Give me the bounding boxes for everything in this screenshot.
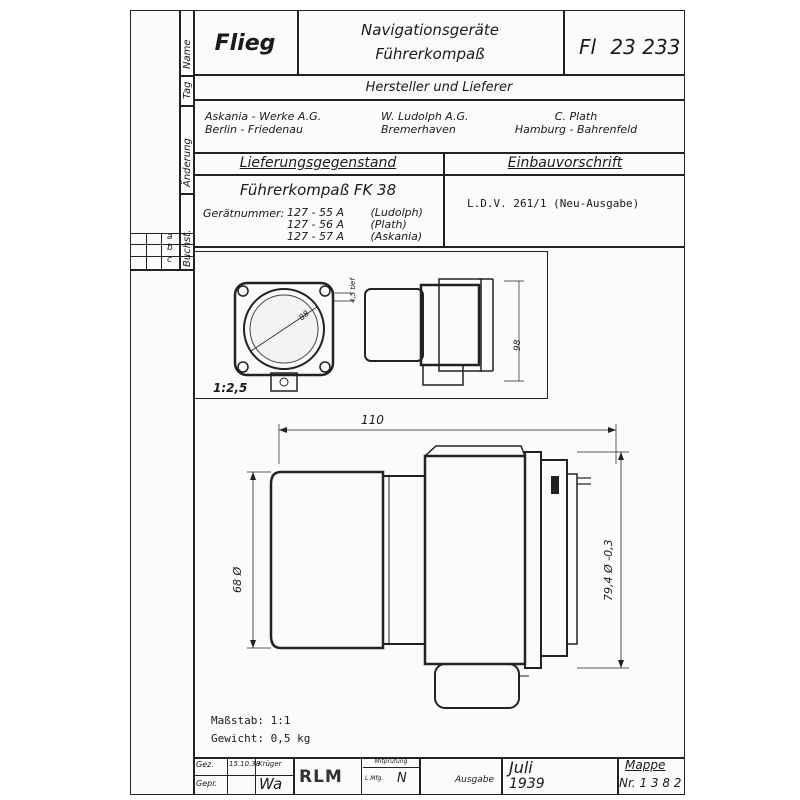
drawn-name: Krüger bbox=[258, 760, 282, 768]
checked-signature: Wa bbox=[259, 775, 283, 793]
co-check-sign-2: N bbox=[397, 771, 407, 786]
scale-note: Maßstab: 1:1 bbox=[211, 714, 290, 727]
drawn-label: Gez. bbox=[196, 760, 214, 769]
device-number-row: 127 - 57 A (Askania) bbox=[287, 231, 423, 243]
device-group: Navigationsgeräte bbox=[361, 21, 499, 39]
installation-heading: Einbauvorschrift bbox=[507, 155, 623, 171]
sidebar-row-b: b bbox=[167, 243, 173, 253]
scale-note-value: 1:1 bbox=[270, 714, 291, 727]
sidebar-row-a: a bbox=[167, 232, 173, 242]
document-number-prefix: Fl bbox=[579, 35, 597, 59]
device-maker: (Ludolph) bbox=[370, 206, 423, 219]
device-number-row: 127 - 55 A (Ludolph) bbox=[287, 207, 423, 219]
scale-note-label: Maßstab: bbox=[211, 714, 264, 727]
manufacturer-name: Askania - Werke A.G. bbox=[205, 110, 322, 123]
device-number: 127 - 56 A bbox=[287, 218, 344, 231]
folder-number: Nr. 1 3 8 2 bbox=[619, 776, 682, 790]
large-compass-side-view bbox=[247, 424, 629, 709]
manufacturer-place: Hamburg - Bahrenfeld bbox=[514, 123, 638, 136]
sidebar-label-name: Name bbox=[182, 39, 193, 69]
co-check-label: Mitprüfung bbox=[374, 758, 408, 765]
small-compass-side-view bbox=[364, 278, 524, 386]
weight-note-label: Gewicht: bbox=[211, 732, 264, 745]
sidebar-row-c: c bbox=[167, 255, 172, 265]
small-dim-height: 98 bbox=[513, 339, 523, 351]
installation-spec: L.D.V. 261/1 (Neu-Ausgabe) bbox=[467, 197, 640, 210]
folder-label: Mappe bbox=[625, 758, 666, 772]
issue-label: Ausgabe bbox=[455, 775, 495, 785]
small-scale-label: 1:2,5 bbox=[213, 381, 248, 395]
drawn-date: 15.10.38 bbox=[229, 760, 261, 768]
authority-stamp: RLM bbox=[299, 767, 343, 787]
document-number-value: 23 233 bbox=[610, 35, 681, 59]
issue-month: Juli bbox=[509, 758, 533, 777]
small-compass-front-view bbox=[233, 281, 353, 392]
device-number: 127 - 55 A bbox=[287, 206, 344, 219]
checked-label: Gepr. bbox=[196, 779, 218, 788]
manufacturer-ludolph: W. Ludolph A.G. Bremerhaven bbox=[381, 110, 469, 136]
small-drawing-frame bbox=[194, 251, 548, 399]
device-maker: (Askania) bbox=[370, 230, 423, 243]
dim-diameter-left: 68 Ø bbox=[231, 566, 244, 593]
manufacturer-place: Bremerhaven bbox=[381, 123, 456, 136]
weight-note: Gewicht: 0,5 kg bbox=[211, 732, 310, 745]
device-number-list: 127 - 55 A (Ludolph) 127 - 56 A (Plath) … bbox=[287, 207, 423, 243]
device-name: Führerkompaß bbox=[375, 45, 485, 63]
device-number-row: 127 - 56 A (Plath) bbox=[287, 219, 423, 231]
sidebar-label-tag: Tag bbox=[182, 81, 193, 99]
manufacturer-askania: Askania - Werke A.G. Berlin - Friedenau bbox=[205, 110, 321, 136]
small-dim-hole: 4,5 tief bbox=[349, 278, 357, 303]
dim-diameter-right: 79,4 Ø -0,3 bbox=[602, 539, 615, 601]
document-number: Fl 23 233 bbox=[579, 35, 680, 59]
delivery-heading: Lieferungsgegenstand bbox=[239, 155, 397, 171]
manufacturer-place: Berlin - Friedenau bbox=[205, 123, 303, 136]
device-number: 127 - 57 A bbox=[287, 230, 344, 243]
manufacturer-name: C. Plath bbox=[554, 110, 598, 123]
manufacturers-heading: Hersteller und Lieferer bbox=[365, 80, 513, 95]
issue-year: 1939 bbox=[509, 776, 545, 792]
sidebar-label-letter: Buchst. bbox=[182, 229, 193, 267]
co-check-sign-1: L.Mfg. bbox=[365, 775, 384, 782]
weight-note-value: 0,5 kg bbox=[270, 732, 311, 745]
delivery-item: Führerkompaß FK 38 bbox=[239, 181, 397, 199]
category-label: Flieg bbox=[214, 31, 276, 56]
drawing-sheet: Name Tag Änderung Buchst. a b c Flieg Na… bbox=[130, 10, 685, 795]
manufacturer-plath: C. Plath Hamburg - Bahrenfeld bbox=[501, 110, 651, 136]
device-maker: (Plath) bbox=[370, 218, 407, 231]
manufacturer-name: W. Ludolph A.G. bbox=[381, 110, 469, 123]
sidebar-label-change: Änderung bbox=[182, 138, 193, 187]
device-number-label: Gerätnummer: bbox=[203, 207, 285, 220]
dim-length: 110 bbox=[361, 413, 384, 427]
